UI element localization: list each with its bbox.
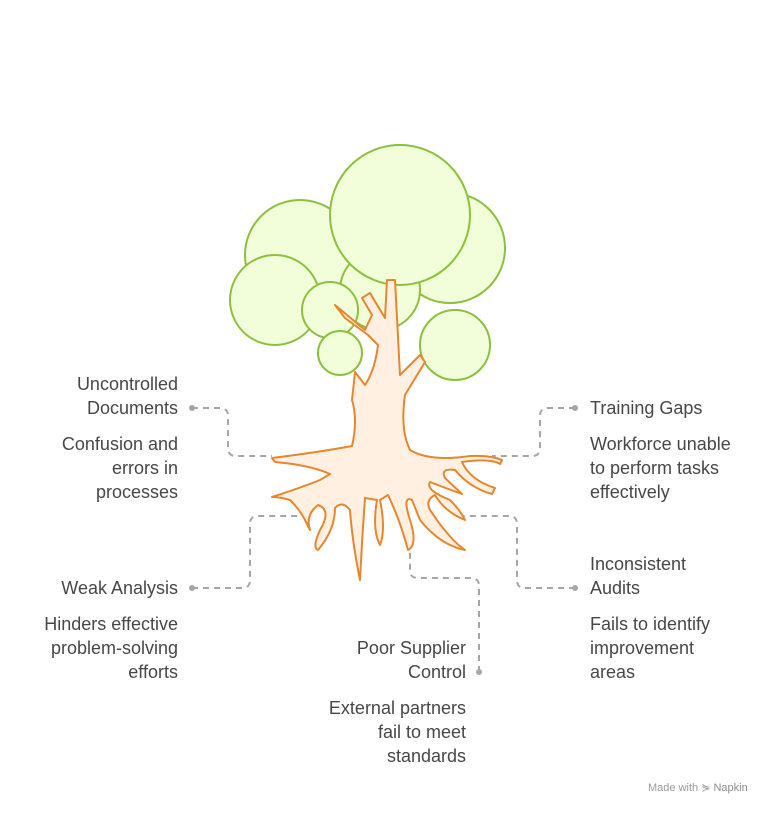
connector-poor-supplier-control bbox=[409, 552, 480, 672]
item-title-inconsistent-audits: Inconsistent Audits bbox=[590, 554, 687, 598]
watermark: Made with ⋟ Napkin bbox=[648, 781, 748, 794]
item-desc-inconsistent-audits: Fails to identify improvement areas bbox=[590, 614, 711, 682]
watermark-prefix: Made with bbox=[648, 782, 699, 794]
item-desc-poor-supplier-control: External partners fail to meet standards bbox=[328, 698, 466, 766]
item-desc-training-gaps: Workforce unable to perform tasks effect… bbox=[590, 434, 731, 502]
item-title-uncontrolled-documents: Uncontrolled Documents bbox=[76, 374, 178, 418]
item-title-training-gaps: Training Gaps bbox=[590, 398, 703, 418]
item-title-weak-analysis: Weak Analysis bbox=[61, 578, 178, 598]
connector-uncontrolled-documents bbox=[192, 407, 272, 457]
watermark-brand: Napkin bbox=[713, 782, 748, 794]
connector-inconsistent-audits bbox=[456, 515, 575, 589]
tree-canopy-icon bbox=[229, 144, 506, 381]
connector-dots bbox=[189, 405, 578, 675]
napkin-logo-icon: ⋟ bbox=[701, 782, 711, 794]
item-desc-weak-analysis: Hinders effective problem-solving effort… bbox=[44, 614, 178, 682]
connector-weak-analysis bbox=[192, 515, 312, 589]
connectors bbox=[192, 407, 575, 672]
tree-trunk-roots-icon bbox=[271, 279, 503, 581]
item-title-poor-supplier-control: Poor Supplier Control bbox=[356, 638, 466, 682]
connector-training-gaps bbox=[492, 407, 575, 457]
item-desc-uncontrolled-documents: Confusion and errors in processes bbox=[61, 434, 178, 502]
